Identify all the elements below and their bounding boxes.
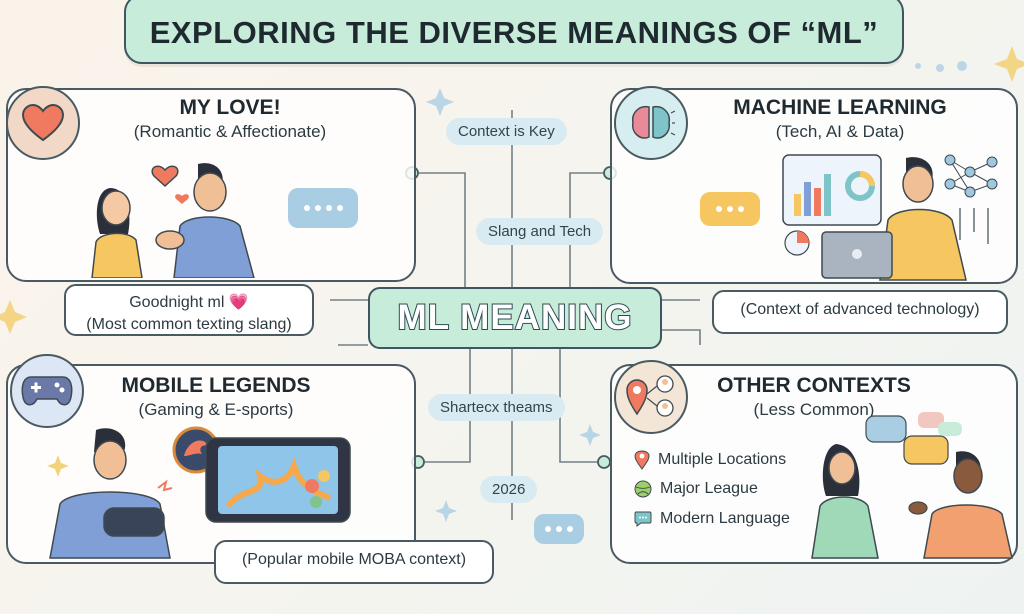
panel-subtitle-mobile-legends: (Gaming & E-sports): [138, 400, 294, 419]
location-people-icon: [626, 375, 674, 417]
brain-circuit-icon: [631, 105, 675, 139]
dashboard-chart-icon: [782, 154, 882, 226]
panel-subtitle-machine-learning: (Tech, AI & Data): [775, 122, 905, 141]
note-mobile-legends: (Popular mobile MOBA context): [214, 540, 494, 584]
neural-network-icon: [944, 154, 998, 244]
location-icon-circle: [614, 360, 688, 434]
sparkle-icon: [47, 455, 69, 477]
chat-bubble-icon: [288, 188, 358, 228]
heart-icon-circle: [6, 86, 80, 160]
connector-label: Context is Key: [446, 118, 567, 145]
center-node: ML MEANING: [368, 287, 662, 349]
gamepad-icon: [21, 376, 73, 406]
pie-chart-icon: [784, 230, 810, 256]
connector-label: Shartecx theams: [428, 394, 565, 421]
two-people-talking-illustration: [811, 412, 1013, 559]
heart-icon: [21, 103, 65, 142]
panel-subtitle-my-love: (Romantic & Affectionate): [133, 122, 327, 141]
gamepad-icon-circle: [10, 354, 84, 428]
list-item: Major League: [634, 480, 758, 498]
speech-bubble-icon: [634, 511, 652, 527]
page-title: EXPLORING THE DIVERSE MEANINGS OF “ML”: [149, 15, 879, 50]
note-my-love-line1: Goodnight ml 💗: [129, 294, 249, 311]
title-banner: EXPLORING THE DIVERSE MEANINGS OF “ML”: [124, 0, 904, 64]
connector-label: Slang and Tech: [476, 218, 604, 245]
couple-illustration: [91, 163, 255, 278]
list-item-label: Multiple Locations: [658, 451, 787, 468]
list-item-label: Modern Language: [660, 510, 790, 527]
location-pin-icon: [634, 450, 650, 470]
note-my-love-line2: (Most common texting slang): [86, 316, 292, 333]
chat-bubble-icon: [534, 514, 584, 544]
center-label: ML MEANING: [397, 297, 633, 338]
phone-game-screen: [205, 437, 351, 523]
panel-title-my-love: MY LOVE!: [179, 96, 281, 119]
laptop-person-illustration: [821, 157, 967, 281]
connector-label: 2026: [480, 476, 538, 503]
chat-bubble-icon: [700, 192, 760, 226]
note-my-love: Goodnight ml 💗 (Most common texting slan…: [64, 284, 314, 336]
brain-icon-circle: [614, 86, 688, 160]
ball-icon: [634, 480, 652, 498]
panel-subtitle-other-contexts: (Less Common): [753, 400, 875, 419]
list-item: Modern Language: [634, 510, 790, 528]
list-item-label: Major League: [660, 480, 758, 497]
gamer-illustration: [49, 428, 173, 559]
list-item: Multiple Locations: [634, 450, 786, 470]
note-machine-learning: (Context of advanced technology): [712, 290, 1008, 334]
panel-title-mobile-legends: MOBILE LEGENDS: [121, 374, 311, 397]
panel-title-machine-learning: MACHINE LEARNING: [733, 96, 947, 119]
panel-title-other-contexts: OTHER CONTEXTS: [717, 374, 911, 397]
